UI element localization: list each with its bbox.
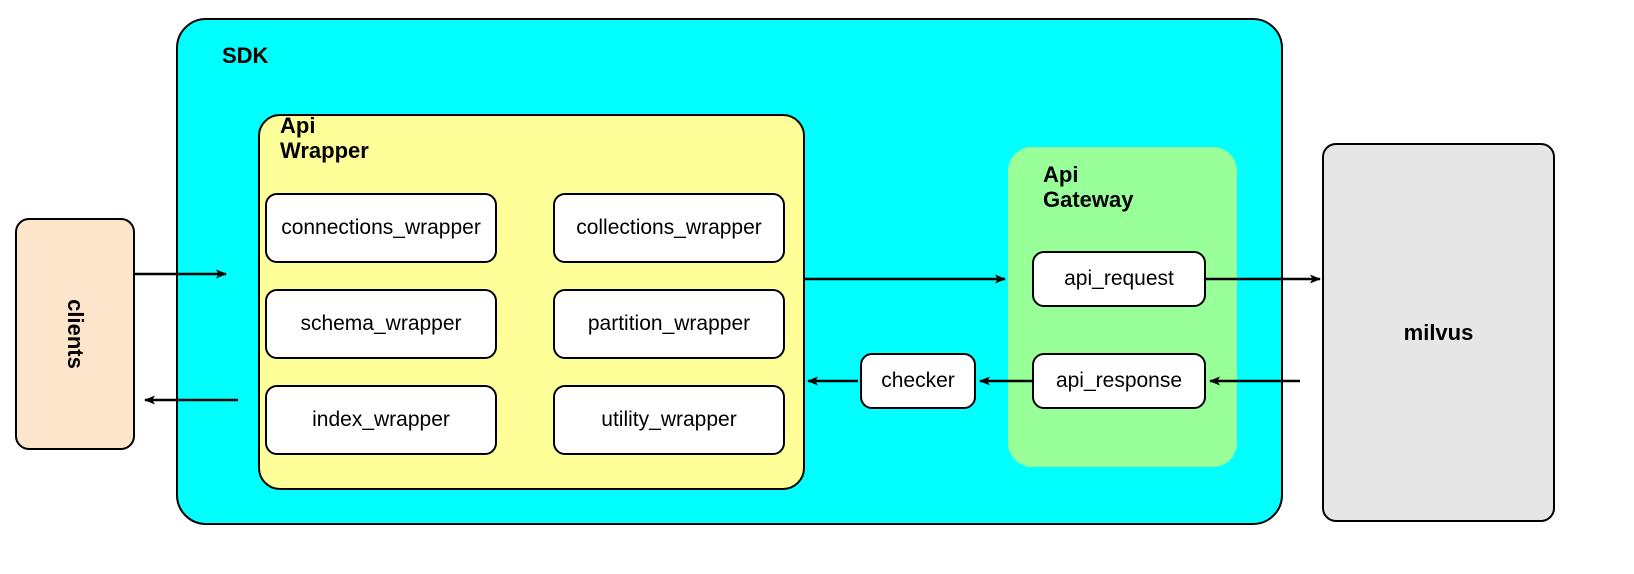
group-api-wrapper-label: Api Wrapper bbox=[280, 113, 369, 163]
node-partition-wrapper[interactable]: partition_wrapper bbox=[553, 289, 785, 359]
node-index-wrapper[interactable]: index_wrapper bbox=[265, 385, 497, 455]
node-schema-wrapper-label: schema_wrapper bbox=[300, 312, 462, 335]
node-milvus-label: milvus bbox=[1403, 319, 1474, 345]
node-connections-wrapper-label: connections_wrapper bbox=[281, 216, 481, 239]
group-api-gateway[interactable] bbox=[1008, 147, 1237, 467]
node-schema-wrapper[interactable]: schema_wrapper bbox=[265, 289, 497, 359]
node-utility-wrapper-label: utility_wrapper bbox=[601, 408, 737, 431]
group-sdk-label: SDK bbox=[222, 43, 269, 68]
node-api-response[interactable]: api_response bbox=[1032, 353, 1206, 409]
node-api-request[interactable]: api_request bbox=[1032, 251, 1206, 307]
node-partition-wrapper-label: partition_wrapper bbox=[587, 312, 751, 335]
node-api-request-label: api_request bbox=[1064, 267, 1174, 290]
node-checker-label: checker bbox=[881, 369, 955, 392]
node-checker[interactable]: checker bbox=[860, 353, 976, 409]
group-api-gateway-label: Api Gateway bbox=[1043, 162, 1134, 212]
node-collections-wrapper-label: collections_wrapper bbox=[576, 216, 762, 239]
node-milvus[interactable]: milvus bbox=[1322, 143, 1555, 522]
node-collections-wrapper[interactable]: collections_wrapper bbox=[553, 193, 785, 263]
node-connections-wrapper[interactable]: connections_wrapper bbox=[265, 193, 497, 263]
node-utility-wrapper[interactable]: utility_wrapper bbox=[553, 385, 785, 455]
node-api-response-label: api_response bbox=[1055, 369, 1183, 392]
node-clients[interactable]: clients bbox=[15, 218, 135, 450]
node-index-wrapper-label: index_wrapper bbox=[312, 408, 450, 431]
